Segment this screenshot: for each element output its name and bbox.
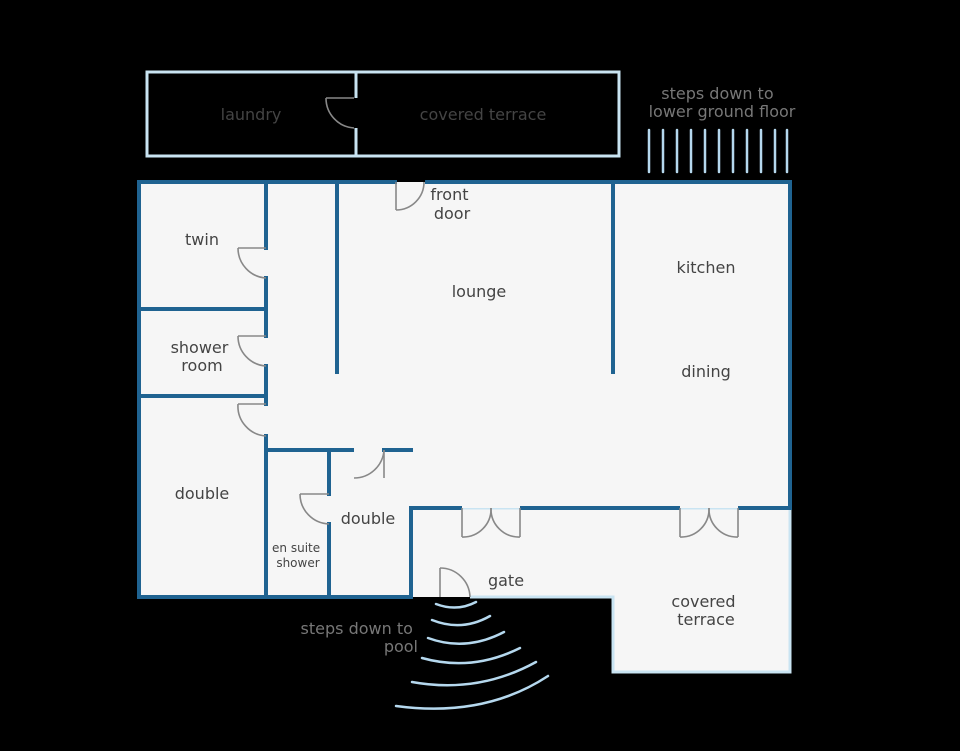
steps-lower-ground-label: steps down to lower ground floor bbox=[649, 84, 796, 121]
steps-pool-label: steps down to pool bbox=[301, 619, 418, 656]
double-left-door[interactable] bbox=[237, 403, 267, 437]
gate-label: gate bbox=[488, 571, 524, 590]
covered-terrace-bottom-label: covered terrace bbox=[671, 592, 740, 629]
steps-lower-ground bbox=[647, 128, 789, 174]
courtyard-floor bbox=[411, 508, 790, 672]
laundry-label: laundry bbox=[221, 105, 282, 124]
dining-label: dining bbox=[681, 362, 730, 381]
covered-terrace-top-label: covered terrace bbox=[420, 105, 547, 124]
gate[interactable] bbox=[439, 567, 471, 598]
double-center-door[interactable] bbox=[353, 449, 385, 479]
en-suite-door[interactable] bbox=[299, 493, 330, 525]
shower-room-label: shower room bbox=[171, 338, 234, 375]
patio-door-left[interactable] bbox=[461, 507, 521, 538]
shower-room-door[interactable] bbox=[237, 335, 267, 367]
laundry-door[interactable] bbox=[325, 97, 355, 129]
lounge-label: lounge bbox=[452, 282, 507, 301]
annex-floor bbox=[145, 70, 621, 158]
double-left-label: double bbox=[175, 484, 230, 503]
patio-door-right[interactable] bbox=[679, 507, 739, 538]
exterior-labels: steps down to lower ground floor steps d… bbox=[301, 84, 796, 656]
kitchen-label: kitchen bbox=[677, 258, 736, 277]
double-center-label: double bbox=[341, 509, 396, 528]
twin-door[interactable] bbox=[237, 247, 267, 279]
en-suite-shower-label: en suite shower bbox=[272, 541, 324, 570]
twin-label: twin bbox=[185, 230, 219, 249]
front-door[interactable] bbox=[395, 181, 425, 211]
front-door-label: front door bbox=[430, 185, 473, 223]
room-labels: laundry covered terrace front door loung… bbox=[171, 105, 740, 629]
doors bbox=[237, 181, 739, 598]
steps-pool bbox=[394, 600, 550, 710]
walls bbox=[137, 180, 792, 599]
annex-top bbox=[145, 70, 621, 158]
